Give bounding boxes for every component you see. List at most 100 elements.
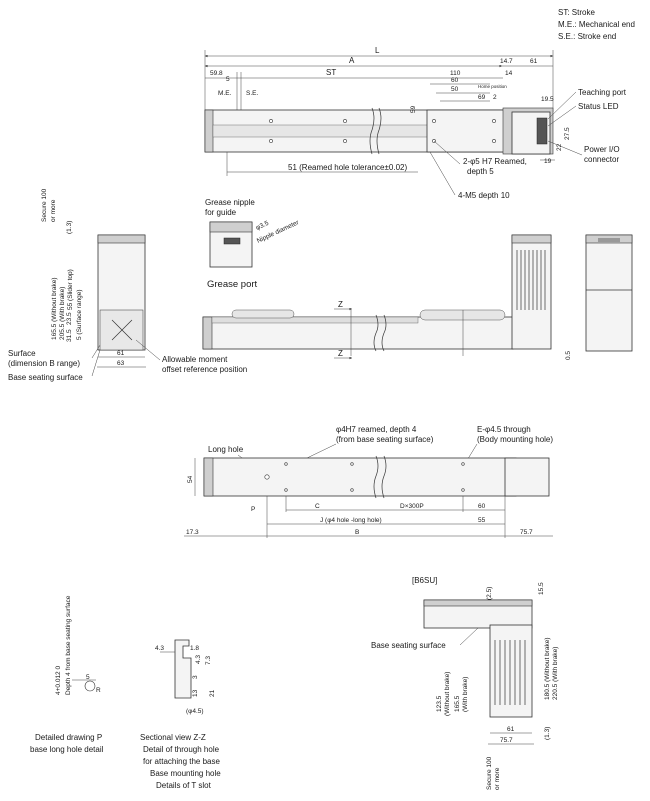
dim-15-5: 15.5 [538, 582, 545, 595]
dim-0-5: 0.5 [565, 351, 572, 360]
label-depth-4: Depth 4 from base seating surface [65, 595, 72, 695]
dim-75-7-b6su: 75.7 [500, 737, 513, 744]
label-base-seating-left: Base seating surface [8, 373, 83, 382]
label-dimension-b: (dimension B range) [8, 359, 80, 368]
dim-4-3-b: 4.3 [195, 655, 202, 664]
label-status-led: Status LED [578, 102, 619, 111]
caption-attaching-base: for attaching the base [143, 757, 220, 766]
label-secure-100-b6su: Secure 100 [486, 756, 493, 790]
motor-fins [516, 250, 546, 310]
label-reamed-1: 2-φ5 H7 Reamed, [463, 157, 527, 166]
label-e-phi-through: E-φ4.5 through [477, 425, 531, 434]
bottom-view: φ4H7 reamed, depth 4 (from base seating … [184, 425, 553, 538]
dim-165-5: 165.5 (Without brake) [51, 277, 58, 340]
label-without-brake: (Without brake) [444, 672, 451, 716]
dim-ST: ST [326, 68, 336, 77]
dim-63-end: 63 [117, 360, 125, 367]
dim-5-surface: 5 (Surface range) [76, 289, 83, 340]
dim-180-5: 180.5 (Without brake) [544, 637, 551, 700]
dim-59: 59 [410, 105, 417, 113]
label-z-bottom: Z [338, 349, 343, 358]
legend: ST: Stroke M.E.: Mechanical end S.E.: St… [558, 8, 635, 41]
label-teaching-port: Teaching port [578, 88, 627, 97]
legend-stroke-end: S.E.: Stroke end [558, 32, 616, 41]
dim-165-5-b6su: 165.5 [454, 695, 461, 712]
dim-60-top: 60 [451, 77, 459, 84]
label-connector: connector [584, 155, 619, 164]
label-z-top: Z [338, 300, 343, 309]
dim-17-3: 17.3 [186, 529, 199, 536]
label-home-position: Home position [478, 84, 507, 89]
dim-54: 54 [187, 475, 194, 483]
dim-123-5: 123.5 [436, 695, 443, 712]
dim-110: 110 [450, 70, 461, 77]
dim-60-bottom: 60 [478, 503, 486, 510]
caption-t-slot: Details of T slot [156, 781, 212, 790]
dim-3: 3 [192, 675, 199, 679]
label-or-more: or more [50, 199, 57, 222]
label-m5-depth: 4-M5 depth 10 [458, 191, 510, 200]
label-secure-100: Secure 100 [41, 188, 48, 222]
dim-19: 19 [544, 158, 552, 165]
label-grease-port: Grease port [207, 279, 258, 290]
dim-205-5: 205.5 (With brake) [59, 287, 66, 340]
label-long-hole: Long hole [208, 445, 244, 454]
label-phi4h7: φ4H7 reamed, depth 4 [336, 425, 417, 434]
caption-base-mounting-hole: Base mounting hole [150, 769, 221, 778]
label-se: S.E. [246, 90, 258, 97]
dim-55-bottom: 55 [478, 517, 486, 524]
dim-61-end: 61 [117, 350, 125, 357]
label-allowable-moment: Allowable moment [162, 355, 228, 364]
dim-59-8: 59.8 [210, 70, 223, 77]
label-or-more-b6su: or more [494, 767, 501, 790]
legend-mechanical-end: M.E.: Mechanical end [558, 20, 635, 29]
dim-1-3-b6su: (1.3) [544, 727, 551, 740]
dim-22: 22 [556, 143, 563, 151]
caption-detail-p: Detailed drawing P [35, 733, 102, 742]
dim-phi-4-5: (φ4.5) [186, 708, 204, 715]
label-J: J (φ4 hole -long hole) [320, 517, 382, 524]
right-end-view [585, 234, 633, 352]
dim-14-7: 14.7 [500, 58, 513, 65]
grease-port-detail: Grease nipple for guide φ3.5 Nipple diam… [205, 198, 301, 290]
front-view: Z Z 0.5 [202, 234, 572, 360]
label-phi-3-5: φ3.5 [255, 220, 270, 232]
dim-19-5: 19.5 [541, 96, 554, 103]
label-from-base-seating: (from base seating surface) [336, 435, 434, 444]
dim-7-3: 7.3 [205, 656, 212, 665]
label-with-brake: (With brake) [462, 677, 469, 712]
caption-detail-through-hole: Detail of through hole [143, 745, 220, 754]
section-z-z: 4.3 1.8 4.3 7.3 3 21 13 (φ4.5) Sectional… [140, 639, 221, 790]
dim-31-5: 31.5 [66, 329, 73, 342]
dim-13: 13 [192, 689, 199, 697]
dim-1-8: 1.8 [190, 645, 199, 652]
dim-A: A [349, 56, 355, 65]
dim-55-slider: 55 (Slider top) [67, 269, 74, 310]
dim-2: 2 [493, 94, 497, 101]
label-power-io: Power I/O [584, 145, 620, 154]
dim-75-7-bottom: 75.7 [520, 529, 533, 536]
b6su-fins [494, 640, 526, 705]
label-for-guide: for guide [205, 208, 237, 217]
b6su-view: [B6SU] (2.5) 15.5 Base seating surface 1… [371, 576, 559, 790]
dim-5-p: 5 [86, 674, 90, 681]
caption-sectional-view: Sectional view Z-Z [140, 733, 206, 742]
label-tolerance-p: 4+0.012 0 [55, 666, 62, 695]
dim-21: 21 [209, 689, 216, 697]
label-me: M.E. [218, 90, 232, 97]
label-body-mounting: (Body mounting hole) [477, 435, 553, 444]
dim-23-5: 23.5 [66, 312, 73, 325]
dim-69: 69 [478, 94, 486, 101]
label-b6su: [B6SU] [412, 576, 437, 585]
dim-50: 50 [451, 86, 459, 93]
label-B: B [355, 529, 359, 536]
left-end-view: Secure 100 or more (1.3) 165.5 (Without … [8, 188, 247, 382]
label-reamed-2: depth 5 [467, 167, 494, 176]
dim-L: L [375, 46, 380, 55]
dim-61-top: 61 [530, 58, 538, 65]
dim-14: 14 [505, 70, 513, 77]
label-D-300P: D×300P [400, 503, 424, 510]
label-R: R [96, 687, 101, 694]
